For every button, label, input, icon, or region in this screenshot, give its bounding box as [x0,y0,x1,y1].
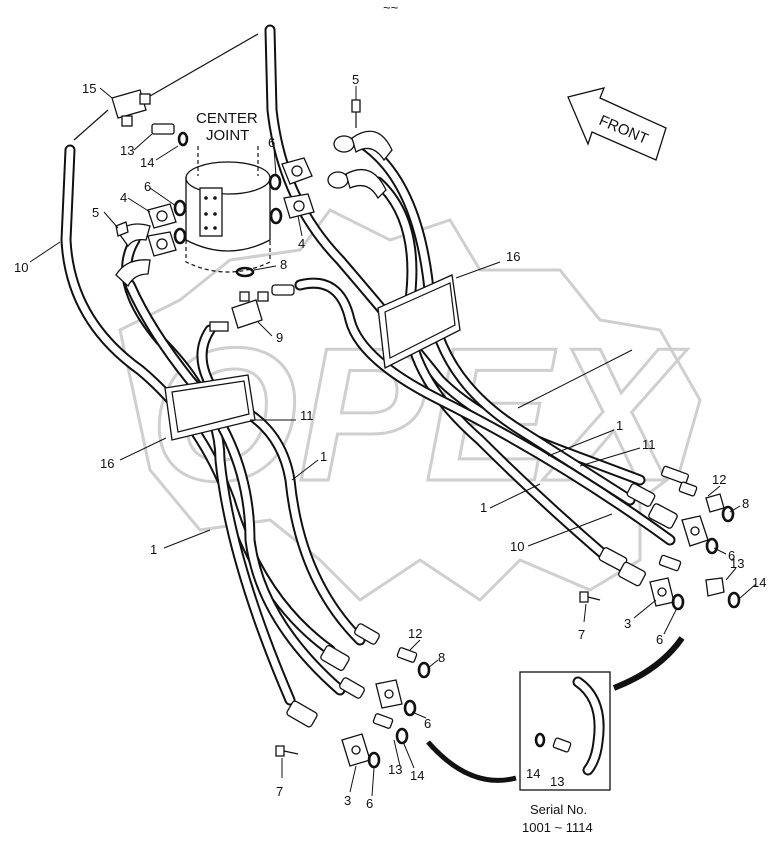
callout-6: 6 [728,548,735,563]
callout-6: 6 [268,135,275,150]
center-joint-label-1: CENTER [196,110,258,127]
callout-13: 13 [550,774,564,789]
callout-labels: 15 13 14 5 6 6 4 4 5 10 8 9 16 16 11 1 1… [14,72,766,811]
flange-4-left-2 [147,231,177,257]
elbow-fittings-right [327,130,393,200]
callout-7: 7 [276,784,283,799]
center-joint-label-2: JOINT [206,127,249,144]
callout-14: 14 [140,155,154,170]
callout-14: 14 [526,766,540,781]
callout-1: 1 [150,542,157,557]
o-rings-bottom [367,661,431,769]
callout-4: 4 [120,190,127,205]
callout-1: 1 [320,449,327,464]
callout-13: 13 [730,556,744,571]
watermark-gear-icon [118,208,702,602]
center-joint [185,146,271,273]
callout-8: 8 [742,496,749,511]
callout-7: 7 [578,627,585,642]
serial-inset-box [519,671,611,791]
flange-4-left-1 [147,203,177,229]
callout-1: 1 [480,500,487,515]
callout-13: 13 [120,143,134,158]
flange-4-upper-right [281,157,313,185]
callout-14: 14 [410,768,424,783]
callout-16: 16 [100,456,114,471]
end-fittings-bottom [286,623,418,729]
callout-16: 16 [506,249,520,264]
callout-15: 15 [82,81,96,96]
callout-6: 6 [366,796,373,811]
o-rings-right [671,505,741,611]
front-arrow-icon: FRONT [567,87,667,161]
callout-8: 8 [280,257,287,272]
tee-fitting-9 [209,284,295,332]
callout-5: 5 [352,72,359,87]
flanges-right [649,493,725,607]
flange-4-lower-right [283,193,315,219]
hose-clamp-upper [377,274,461,370]
callout-8: 8 [438,650,445,665]
callout-10: 10 [510,539,524,554]
bolts-7-icon [275,591,601,757]
serial-label: Serial No. [530,802,587,817]
callout-10: 10 [14,260,28,275]
callout-12: 12 [408,626,422,641]
callout-5: 5 [92,205,99,220]
callout-11: 11 [300,408,314,423]
callout-12: 12 [712,472,726,487]
callout-14: 14 [752,575,766,590]
callout-11: 11 [642,437,656,452]
callout-13: 13 [388,762,402,777]
end-fittings-right [598,465,698,587]
callout-3: 3 [624,616,631,631]
flanges-bottom [341,679,403,767]
callout-6: 6 [656,632,663,647]
leader-lines [29,86,757,797]
callout-4: 4 [298,236,305,251]
callout-3: 3 [344,793,351,808]
callout-6: 6 [424,716,431,731]
callout-9: 9 [276,330,283,345]
tee-fitting-15 [73,33,259,141]
header-mark: ~~ [383,0,399,15]
o-rings-center [151,123,283,278]
serial-range: 1001 ~ 1114 [522,820,593,835]
bolt-5-icon [115,99,361,237]
callout-1: 1 [616,418,623,433]
callout-6: 6 [144,179,151,194]
